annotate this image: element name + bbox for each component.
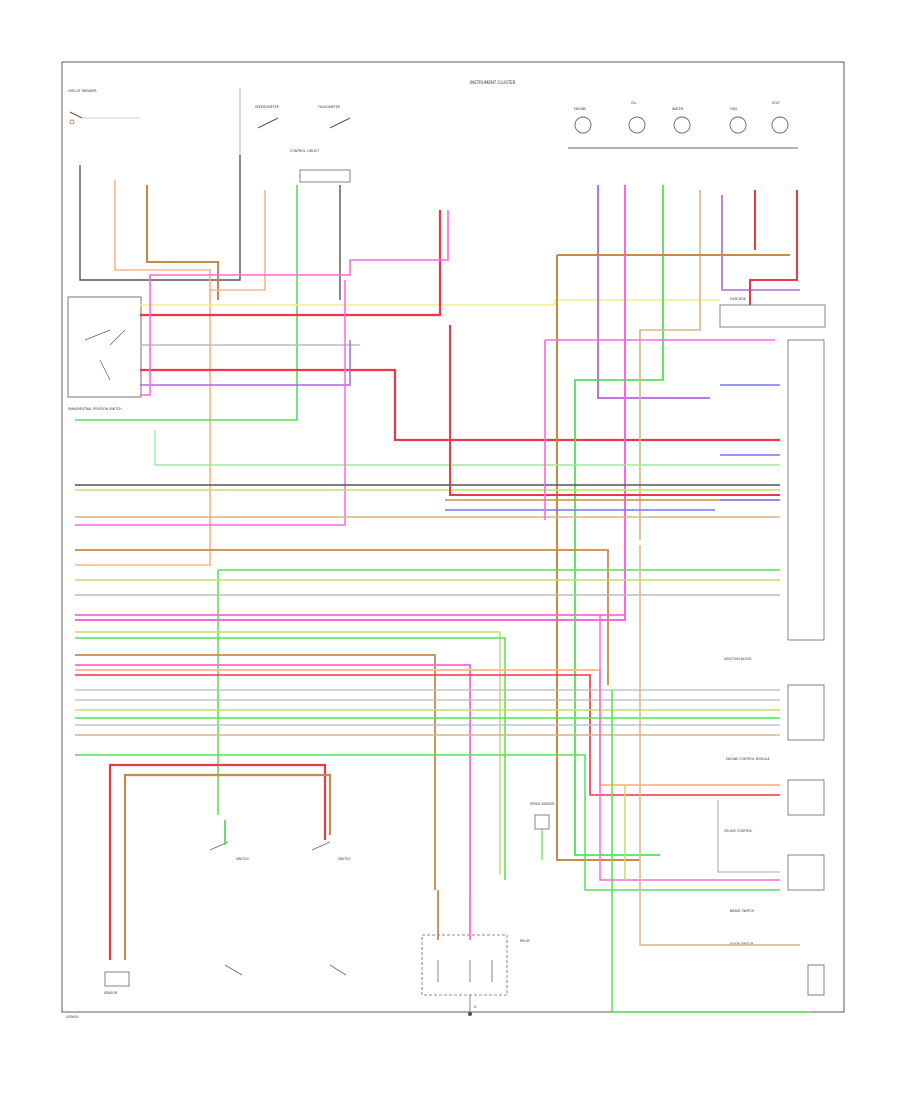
ground-symbol: G [468, 995, 477, 1016]
wire-pink [75, 664, 471, 890]
brake-switch-label: BRAKE SWITCH [730, 909, 755, 913]
wire-pink [75, 280, 346, 526]
door-switch-box [807, 964, 825, 996]
bottom-left-sensor-label: SENSOR [104, 991, 118, 995]
top-left-switch: CIRCUIT BREAKER [68, 89, 140, 125]
wire-yellow [140, 299, 720, 306]
wire-purple [597, 185, 710, 399]
wire-red [140, 368, 780, 442]
control-circuit-label: CONTROL CIRCUIT [290, 149, 319, 153]
wire-pink [599, 615, 780, 881]
wire-brown [75, 654, 436, 890]
gauge-4 [729, 116, 747, 134]
wire-blue [720, 384, 780, 501]
selector-box [67, 296, 142, 398]
gauge-2-label: OIL [631, 101, 636, 105]
wire-brown [75, 549, 609, 685]
wire-orange [75, 669, 780, 786]
wire-red [140, 210, 442, 317]
tachometer-label: TACHOMETER [317, 105, 341, 109]
speedometer-switch: SPEEDOMETER [255, 105, 280, 129]
gauge-4-label: FUEL [730, 107, 738, 111]
wire-purple [721, 195, 800, 291]
wire-red [749, 190, 798, 305]
wire-green [217, 569, 780, 815]
selector-label: PARK/NEUTRAL POSITION SWITCH [68, 407, 122, 411]
wire-red [449, 325, 780, 496]
wire-pink [75, 185, 626, 621]
wire-green [611, 690, 810, 1013]
wire-orange [75, 190, 266, 566]
wire-lime [75, 631, 501, 875]
footer-code: G00000 [66, 1015, 79, 1019]
gauge-1 [574, 116, 592, 134]
left-switch-b-label: SWITCH [338, 857, 351, 861]
ecm-label: ENGINE CONTROL MODULE [726, 757, 770, 761]
brake-switch-box [787, 854, 825, 891]
cruise-box [787, 779, 825, 816]
left-switch-a-label: SWITCH [236, 857, 249, 861]
wire-green [75, 185, 298, 421]
selector-switch [84, 329, 126, 381]
fuse-box [719, 304, 826, 328]
wire-brown [123, 773, 332, 960]
tachometer-switch: TACHOMETER [317, 105, 351, 129]
gauge-5-label: VOLT [772, 101, 780, 105]
relay-box-label: RELAY [520, 939, 530, 943]
left-switch-b: SWITCH [311, 841, 351, 976]
wires [75, 155, 810, 1013]
speedometer-label: SPEEDOMETER [255, 105, 280, 109]
junction-block-label: JUNCTION BLOCK [723, 657, 752, 661]
ecm-box [787, 684, 825, 741]
bottom-left-sensor: SENSOR [104, 971, 130, 995]
wire-green [75, 754, 780, 891]
wire-green [75, 637, 506, 880]
wire-orange [114, 180, 211, 300]
door-switch-label: DOOR SWITCH [730, 942, 754, 946]
diagram-frame [61, 61, 845, 1013]
wire-tan [639, 190, 701, 540]
top-left-switch-label: CIRCUIT BREAKER [68, 89, 97, 93]
wire-black [79, 155, 241, 281]
junction-block [787, 339, 825, 641]
gauge-row: ENGINE OIL WATER FUEL VOLT [568, 101, 798, 149]
gauge-2 [628, 116, 646, 134]
gauge-3 [673, 116, 691, 134]
wire-brown [146, 185, 219, 300]
wire-tan [639, 545, 800, 946]
wire-gray [717, 800, 780, 873]
control-circuit-box [299, 169, 351, 183]
ground-symbol-label: G [474, 1005, 477, 1009]
diagram-title: INSTRUMENT CLUSTER [470, 80, 516, 85]
gauge-1-label: ENGINE [574, 107, 586, 111]
gauge-5 [771, 116, 789, 134]
wire-lightgreen [154, 430, 780, 466]
wire-red [108, 763, 327, 960]
fuse-box-label: FUSE BOX [730, 297, 747, 301]
speed-sensor: SPEED SENSOR [530, 802, 555, 860]
cruise-control-label: CRUISE CONTROL [724, 829, 753, 833]
speed-sensor-label: SPEED SENSOR [530, 802, 555, 806]
wire-purple [140, 340, 351, 386]
wire-pink [140, 210, 449, 396]
wire-green [574, 185, 664, 856]
left-switch-a: SWITCH [209, 841, 249, 976]
relay-box: RELAY [421, 934, 530, 996]
gauge-3-label: WATER [672, 107, 684, 111]
